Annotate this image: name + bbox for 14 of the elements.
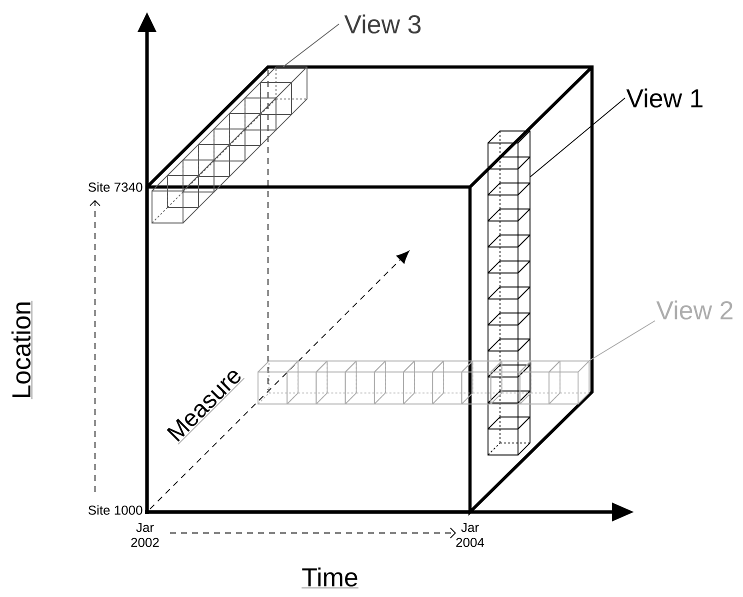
axis-title: Location	[11, 300, 32, 400]
view-label: View 1	[626, 88, 702, 108]
cube-strip	[152, 66, 308, 224]
cube-strip	[258, 360, 590, 404]
leader-line	[282, 24, 340, 68]
leader-line	[588, 320, 656, 362]
view-label: View 3	[344, 14, 421, 34]
tick-label: Site 1000	[88, 505, 142, 515]
cube-strip	[488, 130, 530, 456]
axis-title: Time	[301, 567, 359, 588]
tick-label: Jar 2002	[131, 522, 159, 548]
leader-line	[530, 98, 626, 178]
view-label: View 2	[656, 300, 732, 320]
tick-label: Jar 2004	[456, 522, 484, 548]
